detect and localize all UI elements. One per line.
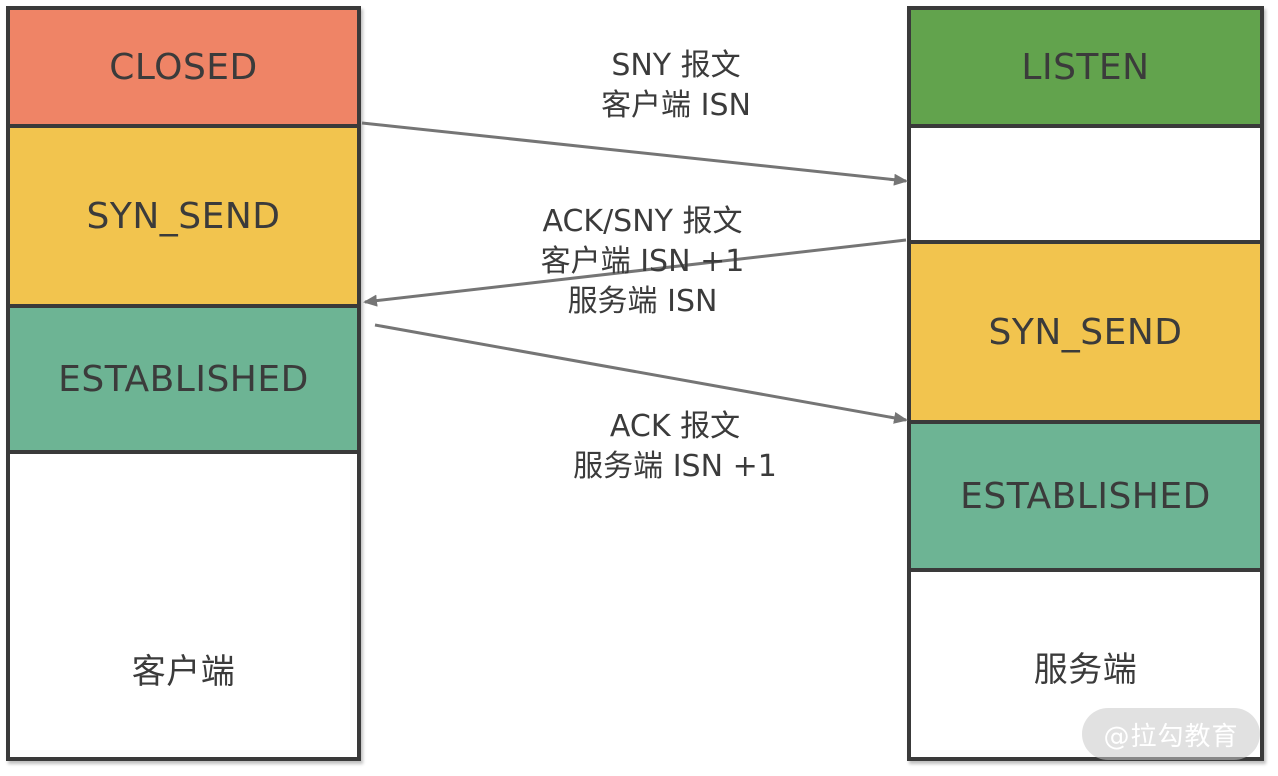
syn-message-label: SNY 报文 客户端 ISN [576, 46, 776, 126]
client-label: 客户端 [131, 652, 236, 692]
syn-message-line-2: 客户端 ISN [601, 88, 751, 123]
watermark-badge: @拉勾教育 [1082, 708, 1260, 760]
server-label: 服务端 [1033, 650, 1138, 690]
server-column: LISTEN SYN_SEND ESTABLISHED 服务端 [907, 6, 1264, 761]
client-column: CLOSED SYN_SEND ESTABLISHED 客户端 [6, 6, 361, 761]
server-state-blank [911, 128, 1260, 244]
ack-syn-message-line-3: 服务端 ISN [567, 284, 718, 319]
ack-syn-message-label: ACK/SNY 报文 客户端 ISN +1 服务端 ISN [520, 202, 765, 322]
ack-arrow [374, 323, 908, 424]
client-state-syn-send: SYN_SEND [10, 128, 357, 308]
client-state-established: ESTABLISHED [10, 308, 357, 454]
syn-message-line-1: SNY 报文 [611, 48, 741, 83]
server-state-established: ESTABLISHED [911, 424, 1260, 572]
ack-message-line-2: 服务端 ISN +1 [573, 449, 777, 484]
ack-message-label: ACK 报文 服务端 ISN +1 [555, 407, 795, 487]
server-state-listen: LISTEN [911, 10, 1260, 128]
ack-syn-message-line-2: 客户端 ISN +1 [540, 244, 745, 279]
syn-arrow [361, 121, 908, 186]
ack-message-line-1: ACK 报文 [609, 409, 741, 444]
client-state-closed: CLOSED [10, 10, 357, 128]
ack-syn-message-line-1: ACK/SNY 报文 [542, 204, 743, 239]
server-state-syn-send: SYN_SEND [911, 244, 1260, 424]
